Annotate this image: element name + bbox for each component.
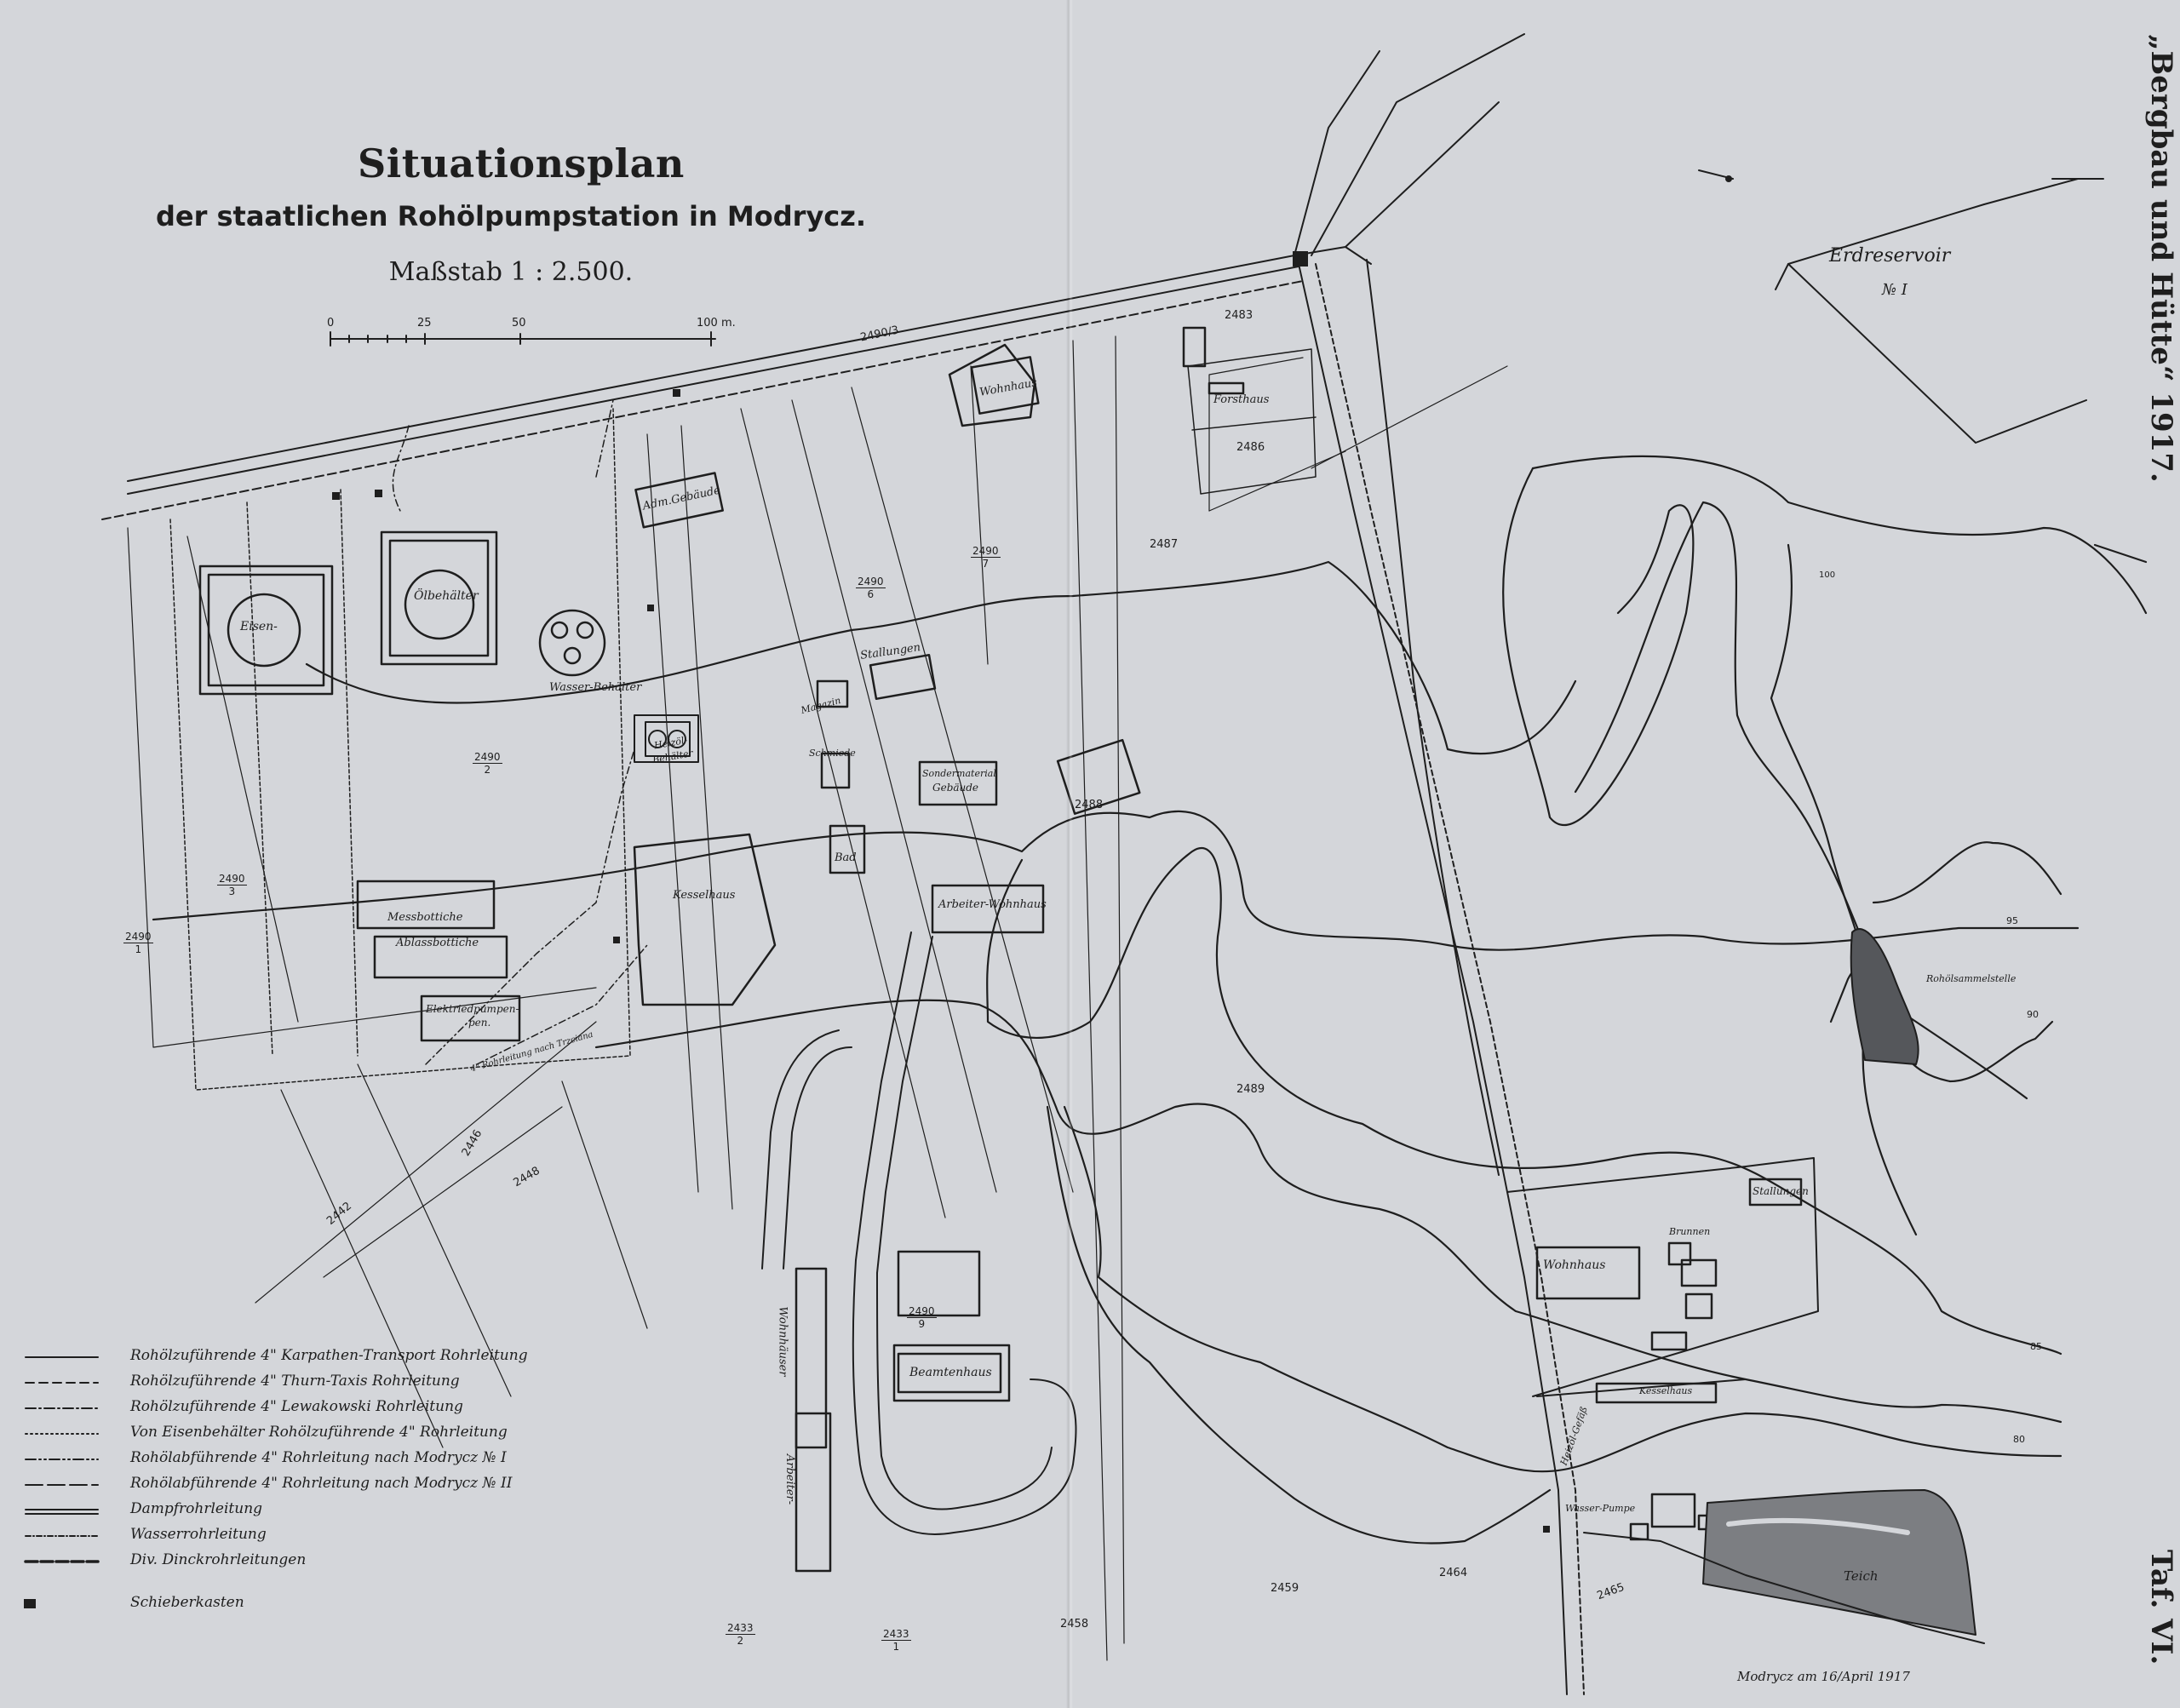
label-rohoelsammelstelle: Rohölsammelstelle: [1926, 973, 2016, 984]
label-elektr-pumpen-1: Elektriedpumpen-: [426, 1003, 519, 1015]
label-arbeiterwohnhaus: Arbeiter-Wohnhaus: [938, 898, 1047, 911]
label-wohnhaeuser: Wohnhäuser: [776, 1306, 789, 1377]
label-beamtenhaus: Beamtenhaus: [909, 1366, 992, 1379]
sammelstelle-drawing: [1850, 928, 1919, 1065]
parcel-lines: [127, 335, 1508, 1661]
legend-samples: [24, 1356, 100, 1608]
road-top: [101, 33, 1525, 520]
journal-reference: „Bergbau und Hütte“ 1917.: [2144, 34, 2178, 483]
contour-100: 100: [1819, 570, 1836, 580]
label-erdreservoir-no: № I: [1882, 281, 1908, 299]
scale-label-25: 25: [417, 317, 432, 330]
label-eisen: Eisen-: [240, 620, 278, 633]
parcel-2489: 2489: [1236, 1083, 1265, 1096]
label-wasser-behaelter: Wasser-Behälter: [549, 681, 642, 694]
heizoel-drawing: [634, 714, 699, 763]
contour-90: 90: [2027, 1009, 2039, 1020]
label-ablassbottiche: Ablassbottiche: [396, 937, 479, 949]
label-wasser-pumpe: Wasser-Pumpe: [1565, 1503, 1636, 1514]
label-sondergebaeude-2: Gebäude: [932, 782, 979, 794]
schieberkasten-markers: [332, 251, 1550, 1533]
map-scale: Maßstab 1 : 2.500.: [388, 257, 634, 287]
label-oelbehaelter: Ölbehälter: [414, 589, 479, 603]
scale-label-50: 50: [512, 317, 526, 330]
plate-number: Taf. VI.: [2144, 1550, 2178, 1665]
teich-drawing: [1702, 1489, 1976, 1636]
parcel-2459: 2459: [1271, 1582, 1299, 1595]
label-forsthaus: Forsthaus: [1213, 393, 1270, 406]
label-messbottiche: Messbottiche: [387, 911, 463, 924]
scale-bar: [330, 331, 716, 347]
label-wohnhaus-right: Wohnhaus: [1543, 1258, 1606, 1272]
label-teich: Teich: [1844, 1568, 1879, 1584]
oel-tank-drawing: [380, 530, 498, 666]
contour-85: 85: [2030, 1341, 2042, 1352]
label-bad: Bad: [835, 851, 857, 864]
map-subtitle: der staatlichen Rohölpumpstation in Modr…: [155, 200, 867, 232]
label-stallungen-2: Stallungen: [1753, 1185, 1809, 1197]
wasser-tank-drawing: [538, 609, 606, 677]
scale-label-0: 0: [327, 317, 335, 330]
contour-80: 80: [2013, 1434, 2025, 1445]
pipelines: [392, 399, 648, 1065]
label-elektr-pumpen-2: pen.: [468, 1017, 491, 1029]
compound-left: [169, 408, 631, 1091]
parcel-2487: 2487: [1150, 538, 1179, 551]
signature-date: Modrycz am 16/April 1917: [1737, 1669, 1910, 1684]
label-arbeiter: Arbeiter-: [783, 1453, 797, 1505]
parcel-2486: 2486: [1236, 441, 1265, 454]
label-sondergebaeude-1: Sondermaterial: [922, 768, 996, 779]
scale-label-100: 100 m.: [697, 317, 736, 330]
enclosure-right: [1506, 1157, 1819, 1397]
map-title: Situationsplan: [358, 140, 685, 186]
parcel-2458: 2458: [1060, 1618, 1089, 1631]
label-erdreservoir: Erdreservoir: [1829, 245, 1951, 267]
label-kesselhaus: Kesselhaus: [673, 889, 736, 902]
contour-95: 95: [2006, 915, 2018, 926]
eisen-tank-drawing: [198, 565, 334, 696]
parcel-2483: 2483: [1225, 309, 1254, 322]
erdreservoir-outline: [1698, 169, 2104, 444]
parcel-2464: 2464: [1439, 1567, 1468, 1579]
label-kesselhaus-2: Kesselhaus: [1639, 1385, 1693, 1396]
parcel-2488: 2488: [1075, 799, 1104, 811]
railway-main: [1298, 259, 1585, 1695]
buildings: [356, 326, 1803, 1573]
roads-lower: [761, 931, 1985, 1644]
label-schmiede: Schmiede: [809, 748, 856, 759]
paper-fold: [1066, 0, 1073, 1708]
forsthaus-enclosure: [1187, 348, 1317, 495]
label-brunnen: Brunnen: [1669, 1226, 1711, 1237]
